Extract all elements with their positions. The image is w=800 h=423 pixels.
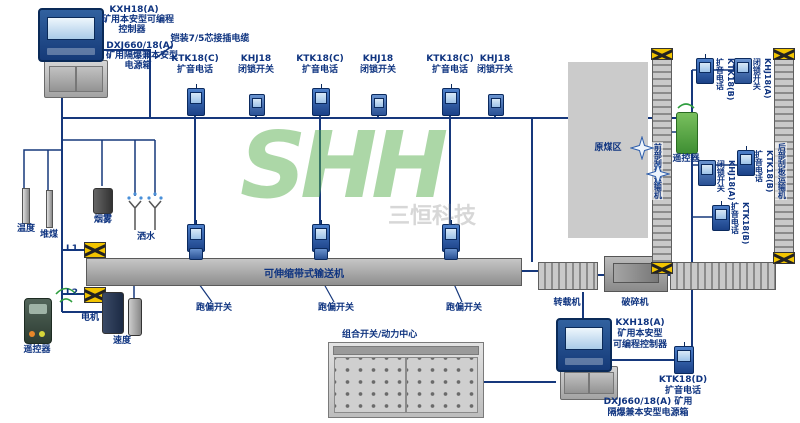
scraper-device-label: KTK18(B)扩音电话 bbox=[730, 202, 750, 245]
coal-flow-icon bbox=[645, 161, 671, 190]
deviation-label: 跑偏开关 bbox=[445, 303, 483, 313]
remote-control-green bbox=[676, 112, 698, 154]
crusher-label: 破碎机 bbox=[621, 298, 649, 308]
deviation-switch bbox=[314, 248, 328, 260]
pulley-hazard-mark bbox=[84, 242, 106, 258]
phone-d-model: KTK18(D) bbox=[658, 375, 708, 385]
coal-flow-icon bbox=[629, 135, 655, 164]
controller-name-2: 控制器 bbox=[118, 25, 146, 35]
temp-label: 温度 bbox=[16, 224, 36, 234]
coal-pile-sensor bbox=[46, 190, 53, 228]
scraper-phone bbox=[737, 146, 755, 176]
plc-controller-2 bbox=[556, 318, 612, 372]
controller-name-1: 矿用本安型可编程 bbox=[101, 15, 175, 25]
controller2-model: KXH18(A) bbox=[615, 318, 665, 328]
coal-area-label: 原煤区 bbox=[594, 143, 622, 153]
power-center-label: 组合开关/动力中心 bbox=[342, 330, 418, 340]
scraper-phone bbox=[696, 54, 714, 84]
remote-control bbox=[24, 298, 52, 344]
scraper-hazard-mark bbox=[773, 252, 795, 264]
plc-controller bbox=[38, 8, 104, 62]
wifi-icon bbox=[55, 287, 77, 303]
belt-phone bbox=[187, 220, 205, 252]
l1-label: L1 bbox=[66, 244, 78, 254]
deviation-switch bbox=[444, 248, 458, 260]
interlock-switch bbox=[249, 94, 265, 116]
scraper-device-label: KTK18(B)扩音电话 bbox=[715, 58, 735, 101]
wifi-icon bbox=[677, 103, 695, 109]
power-supply-box bbox=[44, 60, 108, 98]
controller-model: KXH18(A) bbox=[109, 5, 159, 15]
remote-label: 遥控器 bbox=[672, 154, 700, 164]
spray-label: 洒水 bbox=[136, 232, 156, 242]
scraper-hazard-mark bbox=[651, 48, 673, 60]
controller2-name-2: 可编程控制器 bbox=[612, 340, 668, 350]
phone-d-name: 扩音电话 bbox=[664, 386, 702, 396]
motor-label: 电机 bbox=[80, 313, 100, 323]
l2-label: L2 bbox=[66, 288, 78, 298]
scraper-device-label: KTK18(B)扩音电话 bbox=[754, 150, 774, 193]
rear-scraper-label: 后部刮板运输机 bbox=[775, 142, 788, 200]
smoke-label: 烟雾 bbox=[93, 215, 113, 225]
transfer-machine bbox=[538, 262, 598, 290]
deviation-switch bbox=[189, 248, 203, 260]
top-device-label: KTK18(C)扩音电话 bbox=[171, 54, 219, 75]
scraper-phone bbox=[712, 201, 730, 231]
belt-phone bbox=[442, 220, 460, 252]
transfer-label: 转载机 bbox=[553, 298, 581, 308]
speed-label: 速度 bbox=[112, 336, 132, 346]
cable-label: 铠装7/5芯接插电缆 bbox=[170, 34, 250, 44]
power-model: DXJ660/18(A) bbox=[106, 41, 174, 51]
power2-model: DXJ660/18(A) 矿用 bbox=[603, 397, 693, 407]
temperature-sensor bbox=[22, 188, 30, 224]
interlock-switch bbox=[371, 94, 387, 116]
speed-sensor bbox=[128, 298, 142, 336]
scraper-device-label: KHJ18(A)闭锁开关 bbox=[752, 58, 772, 99]
water-drop-icon bbox=[127, 192, 163, 200]
top-device-label: KTK18(C)扩音电话 bbox=[296, 54, 344, 75]
power-name-2: 电源箱 bbox=[124, 61, 152, 71]
scraper-device-label: KHJ18(A)闭锁开关 bbox=[716, 160, 736, 201]
remote-label: 遥控器 bbox=[23, 345, 51, 355]
power-name-1: 矿用隔爆兼本安型 bbox=[105, 51, 179, 61]
loudspeaker-phone-d bbox=[674, 342, 694, 374]
raw-coal-area bbox=[568, 62, 648, 238]
sprinkler-icon bbox=[128, 200, 162, 230]
loudspeaker-phone bbox=[442, 84, 460, 116]
scraper-switch bbox=[734, 58, 752, 84]
smoke-sensor bbox=[93, 188, 113, 214]
scraper-hazard-mark bbox=[651, 262, 673, 274]
scraper-cross-section bbox=[670, 262, 776, 290]
interlock-switch bbox=[488, 94, 504, 116]
controller2-name-1: 矿用本安型 bbox=[617, 329, 663, 339]
loudspeaker-phone bbox=[312, 84, 330, 116]
combination-switch-cabinet bbox=[328, 342, 484, 418]
scraper-hazard-mark bbox=[773, 48, 795, 60]
scraper-switch bbox=[698, 160, 716, 186]
coal-label: 堆煤 bbox=[39, 230, 59, 240]
loudspeaker-phone bbox=[187, 84, 205, 116]
top-device-label: KTK18(C)扩音电话 bbox=[426, 54, 474, 75]
deviation-label: 跑偏开关 bbox=[317, 303, 355, 313]
power2-name: 隔爆兼本安型电源箱 bbox=[607, 408, 689, 418]
belt-conveyor: 可伸缩带式输送机 bbox=[86, 258, 522, 286]
motor bbox=[102, 292, 124, 334]
deviation-label: 跑偏开关 bbox=[195, 303, 233, 313]
